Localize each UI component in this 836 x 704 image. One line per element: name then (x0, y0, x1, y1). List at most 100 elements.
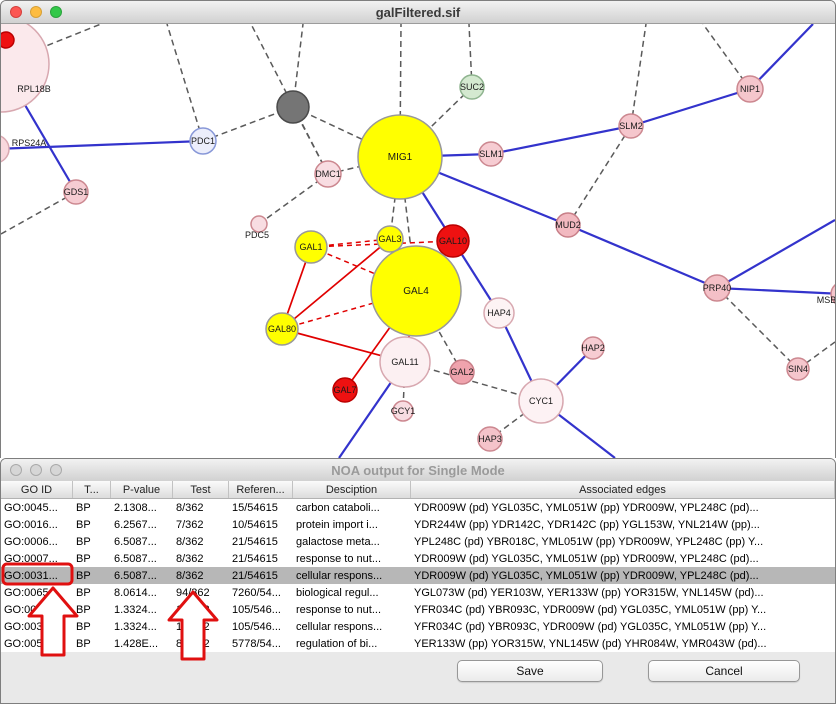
edge-SLM1-SLM2[interactable] (490, 124, 632, 156)
cell-4-6: YDR009W (pd) YGL035C, YML051W (pp) YDR00… (414, 569, 759, 582)
close-icon[interactable] (10, 6, 22, 18)
node-HAP4[interactable] (483, 297, 515, 329)
edge-PRP40-offscreen[interactable] (716, 219, 835, 289)
node-MSB1[interactable] (830, 282, 835, 306)
node-CYC1[interactable] (518, 378, 564, 424)
node-SLM1[interactable] (478, 141, 504, 167)
node-GAL1[interactable] (294, 230, 328, 264)
cell-4-3: 8/362 (176, 569, 204, 582)
node-SLM2[interactable] (618, 113, 644, 139)
cell-6-5: response to nut... (296, 603, 381, 616)
column-header-desciption[interactable]: Desciption (293, 481, 411, 498)
edge-GAL1-GAL10[interactable] (310, 240, 454, 248)
edge-NIP1-offscreen[interactable] (749, 24, 814, 90)
node-GAL7[interactable] (332, 377, 358, 403)
node-DMC1[interactable] (314, 160, 342, 188)
node-MUD2[interactable] (555, 212, 581, 238)
edge-PDC5-DMC1[interactable] (258, 173, 329, 225)
node-label-MUD2: MUD2 (555, 220, 581, 230)
node-GRAY1[interactable] (276, 90, 310, 124)
edge-GAL2-GAL4[interactable] (415, 290, 463, 373)
node-REDCLIP[interactable] (1, 31, 15, 49)
node-GAL11[interactable] (379, 336, 431, 388)
node-RPL18B[interactable] (1, 24, 50, 113)
zoom-icon[interactable] (50, 6, 62, 18)
edge-PRP40-SIN4[interactable] (716, 287, 799, 370)
cell-7-3: 14/362 (176, 620, 210, 633)
column-header-p-value[interactable]: P-value (111, 481, 173, 498)
node-label-GAL3: GAL3 (378, 234, 401, 244)
column-header-test[interactable]: Test (173, 481, 229, 498)
node-GCY1[interactable] (392, 400, 414, 422)
node-label-SLM1: SLM1 (479, 149, 503, 159)
node-label-SIN4: SIN4 (788, 364, 808, 374)
node-NIP1[interactable] (736, 75, 764, 103)
edge-RPS24A-PDC1[interactable] (1, 139, 204, 150)
column-header-associated-edges[interactable]: Associated edges (411, 481, 835, 498)
column-header-referen-[interactable]: Referen... (229, 481, 293, 498)
edge-SLM2-NIP1[interactable] (630, 87, 751, 128)
edge-MUD2-SLM2[interactable] (567, 125, 632, 226)
cell-5-4: 7260/54... (232, 586, 281, 599)
edge-GAL80-GAL3[interactable] (281, 238, 391, 330)
edge-SLM2-offscreen[interactable] (630, 24, 647, 127)
node-HAP2[interactable] (581, 336, 605, 360)
edge-SIN4-offscreen[interactable] (797, 341, 835, 370)
column-header-t-[interactable]: T... (73, 481, 111, 498)
node-PDC1[interactable] (189, 127, 217, 155)
minimize-icon[interactable] (30, 464, 42, 476)
cell-3-2: 6.5087... (114, 552, 157, 565)
node-PRP40[interactable] (703, 274, 731, 302)
cell-0-2: 2.1308... (114, 501, 157, 514)
close-icon[interactable] (10, 464, 22, 476)
save-button[interactable]: Save (457, 660, 603, 682)
cell-1-5: protein import i... (296, 518, 378, 531)
edge-RPL18B-offscreen[interactable] (1, 24, 102, 65)
node-GAL4[interactable] (370, 245, 462, 337)
edge-PDC1-offscreen[interactable] (166, 24, 204, 142)
node-GAL3[interactable] (376, 225, 404, 253)
edge-PRP40-MSB1[interactable] (716, 286, 835, 295)
node-GDS1[interactable] (63, 179, 89, 205)
network-window-titlebar[interactable]: galFiltered.sif (1, 1, 835, 24)
cell-8-3: 80/362 (176, 637, 210, 650)
node-PDC5[interactable] (250, 215, 268, 233)
node-GAL10[interactable] (436, 224, 470, 258)
node-label-GAL1: GAL1 (299, 242, 322, 252)
cell-4-1: BP (76, 569, 91, 582)
column-header-go-id[interactable]: GO ID (1, 481, 73, 498)
node-SUC2[interactable] (459, 74, 485, 100)
noa-window-titlebar[interactable]: NOA output for Single Mode (1, 459, 835, 482)
cell-1-0: GO:0016... (4, 518, 58, 531)
node-RPS24A[interactable] (1, 135, 10, 163)
minimize-icon[interactable] (30, 6, 42, 18)
node-label-GDS1: GDS1 (64, 187, 89, 197)
node-SIN4[interactable] (786, 357, 810, 381)
node-HAP3[interactable] (477, 426, 503, 452)
edge-GDS1-offscreen[interactable] (1, 191, 77, 235)
zoom-icon[interactable] (50, 464, 62, 476)
node-MIG1[interactable] (357, 114, 443, 200)
window-title: galFiltered.sif (375, 4, 461, 20)
edge-MUD2-PRP40[interactable] (567, 223, 718, 290)
cell-2-3: 8/362 (176, 535, 204, 548)
cancel-button[interactable]: Cancel (648, 660, 800, 682)
node-GAL80[interactable] (265, 312, 299, 346)
node-label-HAP4: HAP4 (487, 308, 511, 318)
cell-0-6: YDR009W (pd) YGL035C, YML051W (pp) YDR00… (414, 501, 759, 514)
dialog-button-bar: Save Cancel (1, 659, 835, 683)
node-GAL2[interactable] (449, 359, 475, 385)
